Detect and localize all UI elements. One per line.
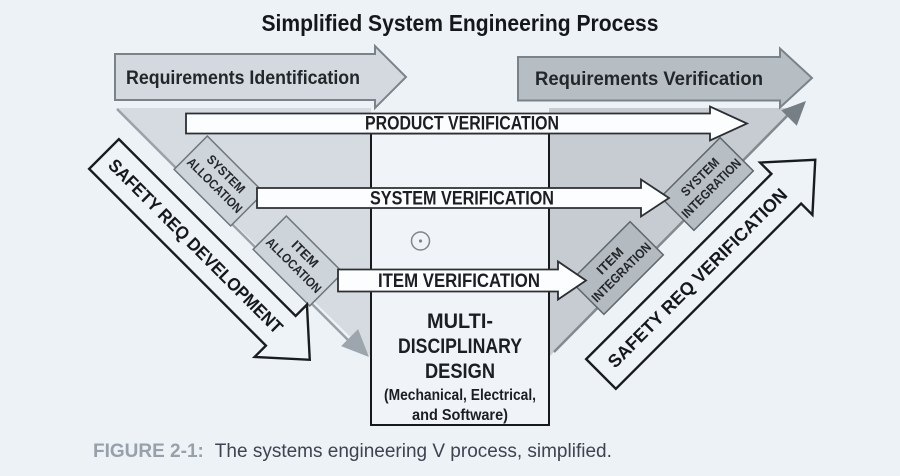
v-left-band-edge — [116, 108, 353, 345]
product-verification-arrow: PRODUCT VERIFICATION — [185, 105, 750, 142]
v-right-band-edge — [553, 114, 789, 353]
center-box-line5: and Software) — [412, 407, 508, 424]
item-integration-box: ITEM INTEGRATION — [569, 220, 665, 316]
figure-caption-label: FIGURE 2-1: — [93, 441, 204, 462]
center-box-line2: DISCIPLINARY — [398, 335, 522, 358]
svg-text:ITEM VERIFICATION: ITEM VERIFICATION — [378, 271, 540, 292]
v-left-band-arrowhead-icon — [341, 329, 369, 357]
v-right-band-arrowhead-icon — [781, 101, 806, 126]
svg-text:Requirements Verification: Requirements Verification — [535, 68, 763, 90]
figure-caption-text: The systems engineering V process, simpl… — [215, 441, 612, 462]
svg-text:SYSTEM VERIFICATION: SYSTEM VERIFICATION — [370, 189, 554, 210]
center-box-line1: MULTI- — [427, 310, 493, 333]
requirements-identification-arrow: Requirements Identification — [114, 43, 408, 111]
system-verification-arrow: SYSTEM VERIFICATION — [256, 177, 671, 219]
item-verification-arrow: ITEM VERIFICATION — [337, 259, 588, 302]
figure-caption: FIGURE 2-1: The systems engineering V pr… — [93, 441, 612, 462]
svg-text:Requirements Identification: Requirements Identification — [126, 67, 360, 89]
circle-dot-icon — [410, 231, 431, 251]
center-box-line4: (Mechanical, Electrical, — [384, 387, 536, 404]
requirements-verification-arrow: Requirements Verification — [517, 46, 814, 110]
svg-text:PRODUCT VERIFICATION: PRODUCT VERIFICATION — [365, 114, 559, 135]
center-box-line3: DESIGN — [425, 360, 495, 383]
diagram-title: Simplified System Engineering Process — [262, 10, 659, 36]
